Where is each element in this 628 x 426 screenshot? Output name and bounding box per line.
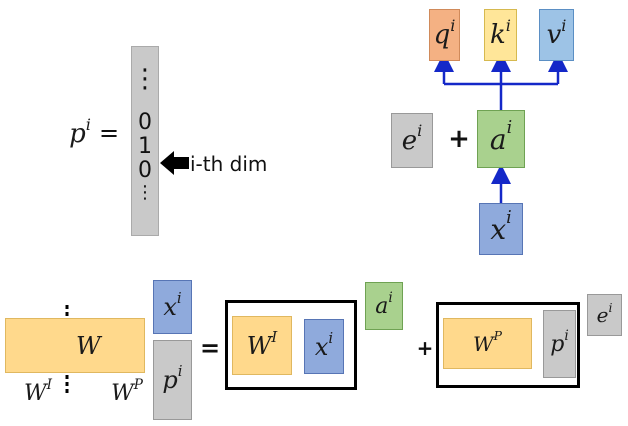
e-box-top: ei [391, 113, 433, 168]
e-box-bottom: ei [587, 294, 622, 336]
k-box: ki [484, 9, 517, 61]
wp-box: WP [443, 318, 532, 369]
wi-label: WI [23, 377, 52, 406]
plus-bottom: + [416, 336, 434, 360]
vector-dots-bottom: ⋮ [136, 182, 154, 203]
product-frame-wp-p [436, 302, 580, 388]
a-box-top: ai [477, 110, 525, 168]
q-box: qi [429, 9, 460, 61]
vector-value-0: 0 [138, 110, 152, 135]
p-label: pi [69, 114, 91, 149]
equals-bottom: = [199, 334, 221, 362]
vector-value-2: 0 [138, 158, 152, 183]
p-box-bottom: pi [153, 340, 192, 420]
x-box-bottom: xi [153, 280, 192, 334]
vector-dots-top: ⋮ [132, 64, 158, 94]
one-hot-vector: ⋮ 0 1 0 ⋮ [131, 46, 159, 236]
product-frame-wi-x [225, 300, 357, 390]
x-box-top: xi [479, 203, 523, 255]
plus-top: + [448, 124, 470, 154]
vector-value-1: 1 [138, 134, 152, 159]
wi-box: WI [232, 316, 292, 375]
p-box-product: pi [543, 310, 576, 378]
ith-dim-label: i-th dim [190, 152, 268, 176]
ith-dim-arrow [160, 151, 189, 175]
wp-label: WP [111, 377, 143, 406]
w-matrix: W [5, 318, 145, 373]
a-box-bottom: ai [365, 282, 403, 330]
v-box: vi [539, 9, 574, 61]
p-equals: = [98, 119, 120, 147]
x-box-product: xi [304, 319, 344, 374]
